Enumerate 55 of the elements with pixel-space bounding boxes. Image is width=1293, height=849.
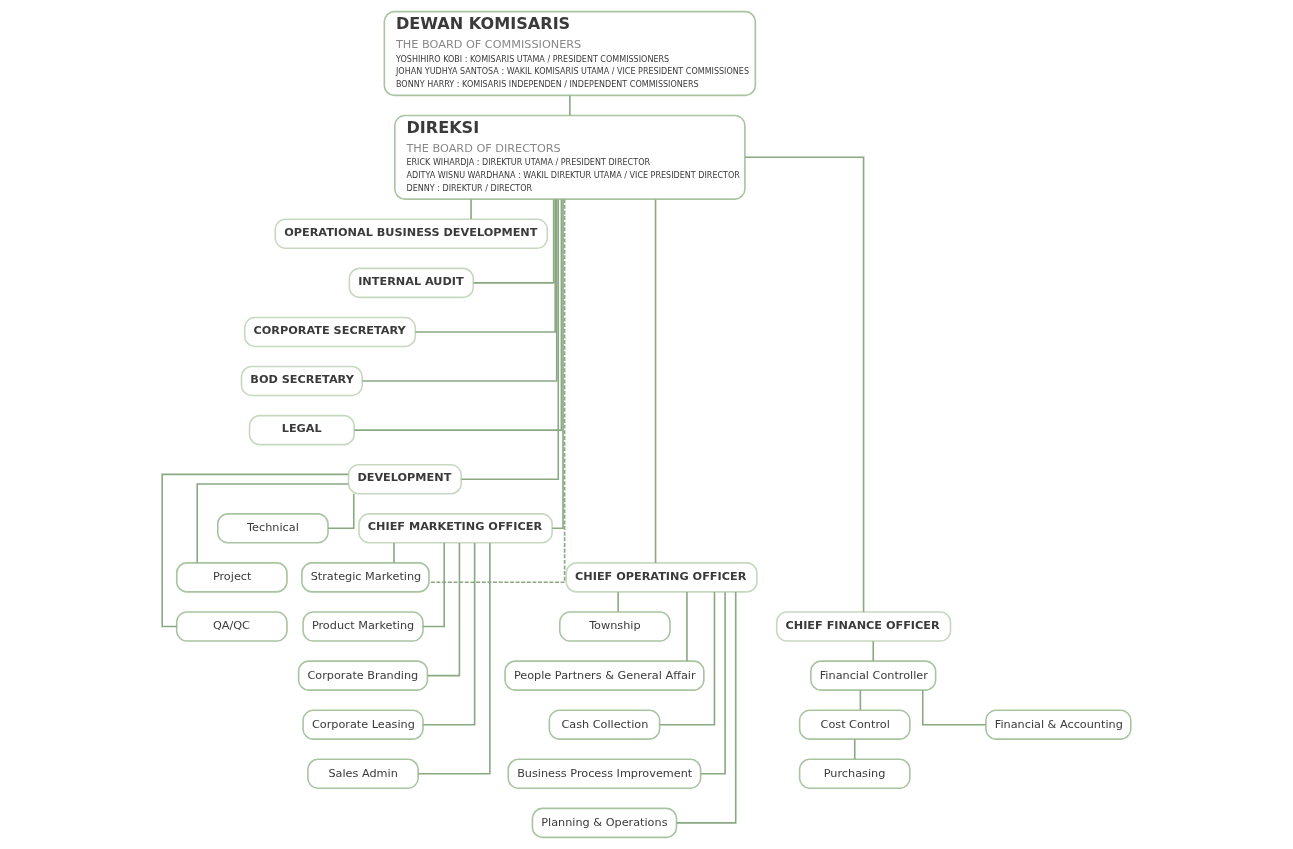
connector [353,198,563,431]
node-box: Cost Control [798,709,911,740]
node-box: Sales Admin [307,758,419,790]
connector [422,542,446,628]
connector [393,542,395,564]
node-box: Project [175,562,288,593]
node-box: CORPORATE SECRETARY [243,316,417,348]
node-box: CHIEF MARKETING OFFICER [358,513,553,544]
connector [470,198,472,220]
connector [426,542,461,677]
connector [428,198,566,584]
node-box: Township [558,611,671,642]
node-box: OPERATIONAL BUSINESS DEVELOPMENT [274,218,549,250]
connector [569,94,571,117]
connector [551,198,564,530]
node-box: INTERNAL AUDIT [348,267,475,299]
connector [327,493,355,530]
connector [654,198,657,564]
connector [417,542,491,775]
connector [859,689,862,711]
connector [422,542,476,726]
connector [921,689,987,726]
node-box: QA/QC [175,611,288,642]
connector [196,483,350,564]
connector [658,591,716,726]
node-box: Strategic Marketing [301,562,430,593]
node-box: Business Process Improvement [507,758,702,790]
connector [675,591,737,824]
node-box: Financial & Accounting [985,709,1132,740]
node-box: BOD SECRETARY [240,365,363,397]
node-box: CHIEF OPERATING OFFICER [565,562,758,593]
node-box: People Partners & General Affair [504,660,705,691]
node-box: Technical [216,513,329,544]
node-box: LEGAL [248,414,355,446]
connector [744,156,865,613]
node-box: DIREKSI THE BOARD OF DIRECTORS ERICK WIHARDJA : DIREKTUR UTAMA / PRESIDENT DIRECTOR ADITYA WISNU WARDHANA : WAKIL DIREKTUR UTAMA / VICE PRESIDENT DIRECTOR DENNY : DIREKTUR / DIRECTOR [394,114,746,200]
node-box: CHIEF FINANCE OFFICER [775,611,952,642]
node-box: Corporate Branding [297,660,429,691]
connector [699,591,726,775]
connector [472,198,555,284]
connector [686,591,688,662]
connector [361,198,558,382]
node-box: Financial Controller [810,660,937,691]
connector [460,198,560,481]
connector [414,198,556,333]
node-box: DEVELOPMENT [347,463,462,495]
node-box: DEWAN KOMISARIS THE BOARD OF COMMISSIONERS YOSHIHIRO KOBI : KOMISARIS UTAMA / PRESIDENT COMMISSIONERS JOHAN YUDHYA SANTOSA : WAKIL KOMISARIS UTAMA / VICE PRESIDENT COMMISSIONES BONNY HARRY : KOMISARIS INDEPENDEN / INDEPENDENT COMMISSIONERS [383,10,757,97]
node-box: Planning & Operations [531,807,678,839]
connector [617,591,619,613]
node-box: Purchasing [798,758,911,790]
node-box: Corporate Leasing [302,709,424,740]
connector [853,738,856,760]
node-box: Product Marketing [302,611,424,642]
node-box: Cash Collection [548,709,661,740]
connector [872,640,875,662]
